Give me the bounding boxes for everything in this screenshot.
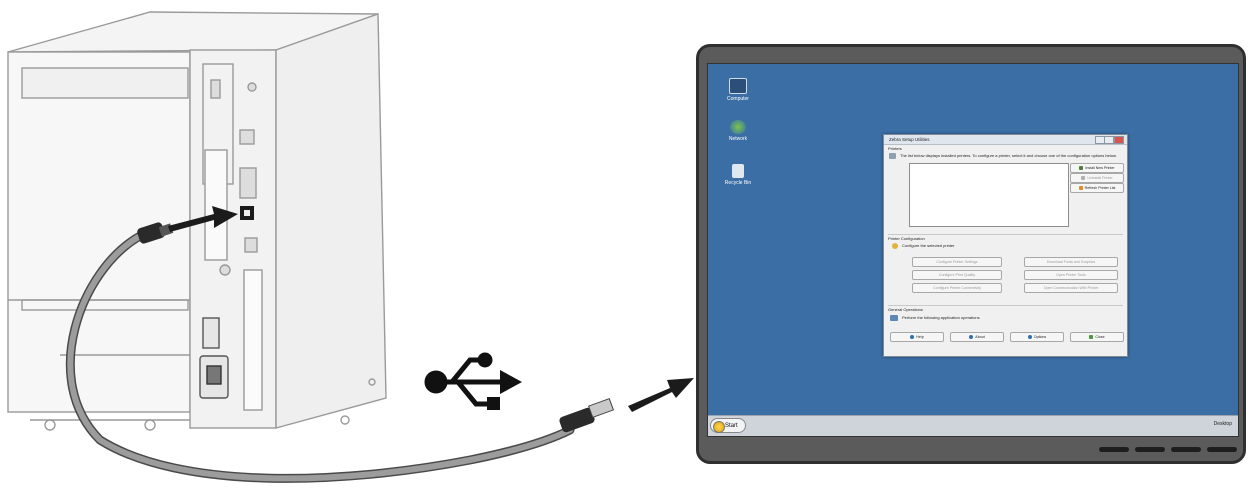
window-title: Zebra Setup Utilities <box>889 137 930 142</box>
arrow-to-printer-icon <box>168 206 238 232</box>
printers-description: The list below displays installed printe… <box>900 153 1117 158</box>
install-new-printer-button[interactable]: Install New Printer <box>1070 163 1124 173</box>
config-heading: Printer Configuration <box>888 236 925 241</box>
general-divider <box>888 305 1123 306</box>
recycle-bin-icon <box>732 164 744 178</box>
window-titlebar: Zebra Setup Utilities <box>884 135 1127 145</box>
computer-icon <box>729 78 747 94</box>
bezel-indicator <box>1207 447 1237 452</box>
computer-monitor: Computer Network Recycle Bin Zebra Setup… <box>696 44 1246 464</box>
open-communication-button[interactable]: Open Communication With Printer <box>1024 283 1118 293</box>
desktop-icon-computer[interactable]: Computer <box>718 78 758 102</box>
general-heading: General Operations <box>888 307 923 312</box>
configure-print-quality-button[interactable]: Configure Print Quality <box>912 270 1002 280</box>
info-icon <box>969 335 974 340</box>
close-window-button[interactable] <box>1114 136 1124 144</box>
uninstall-icon <box>1081 176 1086 181</box>
open-printer-tools-button[interactable]: Open Printer Tools <box>1024 270 1118 280</box>
uninstall-printer-button[interactable]: Uninstall Printer <box>1070 173 1124 183</box>
maximize-button[interactable] <box>1104 136 1114 144</box>
zebra-setup-utilities-window: Zebra Setup Utilities Printers The list … <box>883 134 1128 357</box>
install-icon <box>1079 166 1084 171</box>
options-icon <box>1027 335 1032 340</box>
desktop-screen: Computer Network Recycle Bin Zebra Setup… <box>707 63 1239 437</box>
settings-icon <box>890 315 898 321</box>
refresh-icon <box>1078 186 1083 191</box>
printers-heading: Printers <box>888 146 902 151</box>
help-button[interactable]: Help <box>890 332 944 342</box>
system-tray: Desktop <box>1213 421 1232 427</box>
printer-icon <box>889 153 896 159</box>
printer-illustration <box>7 11 387 431</box>
configure-printer-connectivity-button[interactable]: Configure Printer Connectivity <box>912 283 1002 293</box>
arrow-to-computer-icon <box>628 378 694 412</box>
printer-list[interactable] <box>909 163 1069 227</box>
bezel-indicator <box>1171 447 1201 452</box>
usb-symbol-icon <box>424 352 522 410</box>
wizard-icon <box>892 243 898 249</box>
start-button[interactable]: Start <box>710 418 746 433</box>
download-fonts-graphics-button[interactable]: Download Fonts and Graphics <box>1024 257 1118 267</box>
usb-a-connector <box>559 397 615 433</box>
refresh-printer-list-button[interactable]: Refresh Printer List <box>1070 183 1124 193</box>
exit-icon <box>1089 335 1094 340</box>
desktop-icon-label: Recycle Bin <box>724 180 752 186</box>
desktop-icon-label: Computer <box>727 96 749 102</box>
bezel-indicator <box>1135 447 1165 452</box>
desktop-icon-network[interactable]: Network <box>718 120 758 142</box>
help-icon <box>910 335 915 340</box>
start-label: Start <box>725 423 738 429</box>
about-button[interactable]: About <box>950 332 1004 342</box>
desktop-icon-recycle-bin[interactable]: Recycle Bin <box>718 164 758 186</box>
bezel-indicator <box>1099 447 1129 452</box>
configure-printer-settings-button[interactable]: Configure Printer Settings <box>912 257 1002 267</box>
network-icon <box>730 120 746 134</box>
config-divider <box>888 234 1123 235</box>
close-button[interactable]: Close <box>1070 332 1124 342</box>
config-description: Configure the selected printer <box>902 243 955 248</box>
desktop-icon-label: Network <box>728 136 748 142</box>
windows-orb-icon <box>713 421 725 433</box>
taskbar: Start Desktop <box>708 415 1238 436</box>
general-description: Perform the following application operat… <box>902 315 980 320</box>
options-button[interactable]: Options <box>1010 332 1064 342</box>
